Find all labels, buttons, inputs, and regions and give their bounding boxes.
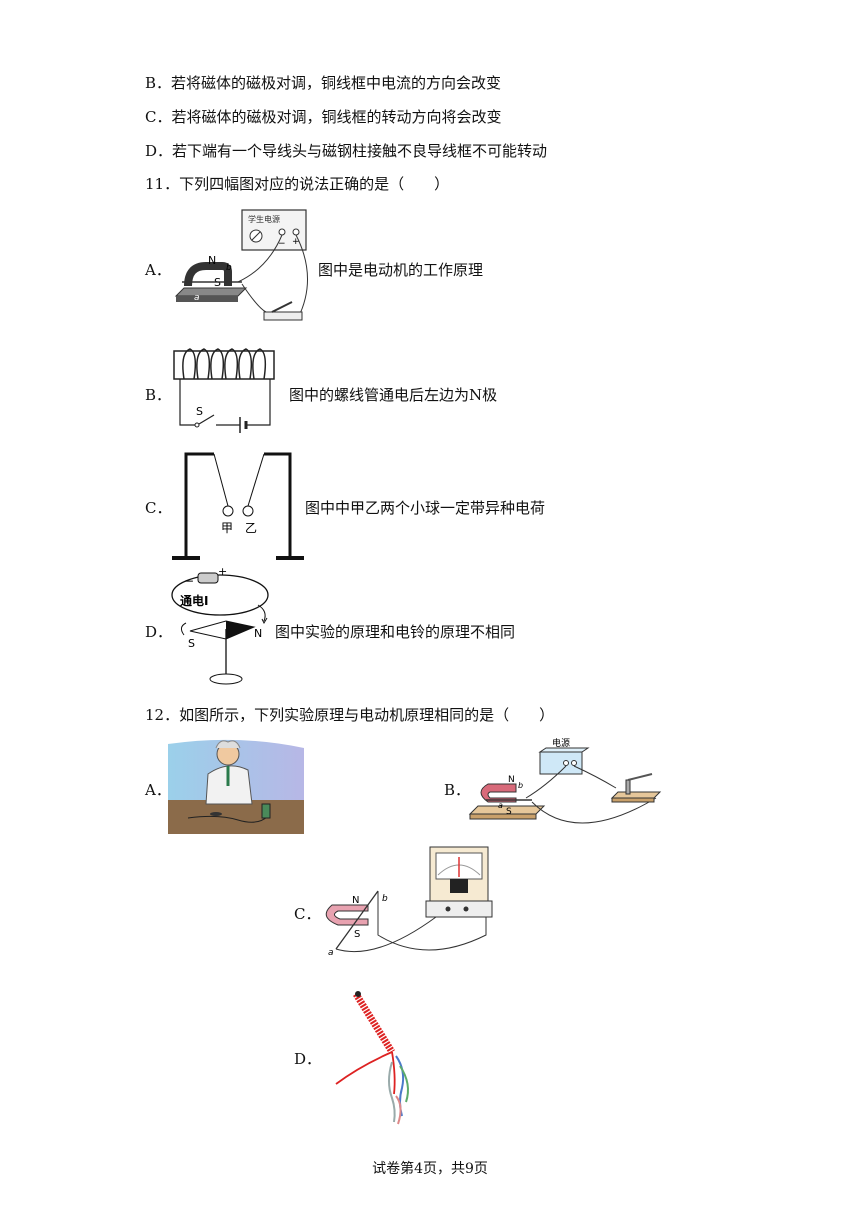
q11-b-switch-label: S (196, 405, 203, 418)
q11-c-ball1-label: 甲 (221, 521, 233, 535)
q12-stem: 12．如图所示，下列实验原理与电动机原理相同的是（ ） (145, 706, 555, 724)
q12-c-s: S (354, 929, 360, 940)
q11-option-a-text: 图中是电动机的工作原理 (318, 261, 484, 279)
q10-option-c: C．若将磁体的磁极对调，铜线框的转动方向将会改变 (145, 108, 502, 126)
page-footer: 试卷第4页，共9页 (372, 1161, 488, 1177)
q11-a-power-label: 学生电源 (248, 214, 280, 224)
q11-d-s: S (188, 637, 195, 650)
q11-c-ball2-label: 乙 (245, 521, 257, 535)
q11-a-b: b (226, 263, 232, 273)
q12-d-electromagnet-figure (335, 991, 409, 1125)
q12-b-b: b (518, 781, 523, 790)
q11-option-d-label: D． (145, 623, 173, 641)
q12-c-a: a (328, 948, 334, 958)
q11-b-solenoid-figure: S (173, 348, 275, 433)
q12-option-a-label: A． (145, 781, 171, 799)
q11-option-b-text: 图中的螺线管通电后左边为N极 (289, 386, 498, 404)
q11-d-n: N (254, 627, 262, 640)
q11-d-oersted-figure: − + 通电I S N (171, 565, 269, 685)
q12-option-c-label: C． (294, 905, 321, 923)
q11-option-a-label: A． (145, 261, 171, 279)
q12-b-a: a (498, 801, 503, 810)
q11-a-plus: + (292, 237, 300, 247)
q10-option-b: B．若将磁体的磁极对调，铜线框中电流的方向会改变 (145, 74, 502, 92)
q11-a-n: N (208, 254, 216, 267)
q12-b-s: S (506, 807, 512, 817)
q11-d-minus: − (184, 574, 194, 588)
q12-c-galvanometer-figure: N S a b (325, 846, 493, 958)
q11-option-b-label: B． (145, 386, 172, 404)
q11-option-d-text: 图中实验的原理和电铃的原理不相同 (275, 623, 516, 641)
q11-a-minus: − (278, 239, 286, 249)
q12-option-b-label: B． (444, 781, 471, 799)
q12-a-scientist-figure (168, 739, 304, 834)
q12-option-d-label: D． (294, 1050, 322, 1068)
q12-b-power-label: 电源 (552, 737, 570, 749)
q11-a-a: a (194, 293, 200, 303)
q11-option-c-text: 图中中甲乙两个小球一定带异种电荷 (305, 499, 546, 517)
q12-b-n: N (508, 775, 515, 785)
q11-option-c-label: C． (145, 499, 172, 517)
q10-option-d: D．若下端有一个导线头与磁钢柱接触不良导线框不可能转动 (145, 142, 548, 160)
q11-c-charged-balls-figure: 甲 乙 (172, 452, 304, 560)
q11-stem: 11．下列四幅图对应的说法正确的是（ ） (145, 175, 450, 193)
q12-c-n: N (352, 895, 359, 906)
q12-b-motor-figure: 电源 N S a b (468, 737, 662, 824)
q11-d-plus: + (218, 565, 227, 578)
q12-c-b: b (382, 894, 388, 904)
q11-a-motor-figure: 学生电源 − + N S a b (174, 209, 308, 321)
q11-d-current-label: 通电I (180, 593, 208, 608)
